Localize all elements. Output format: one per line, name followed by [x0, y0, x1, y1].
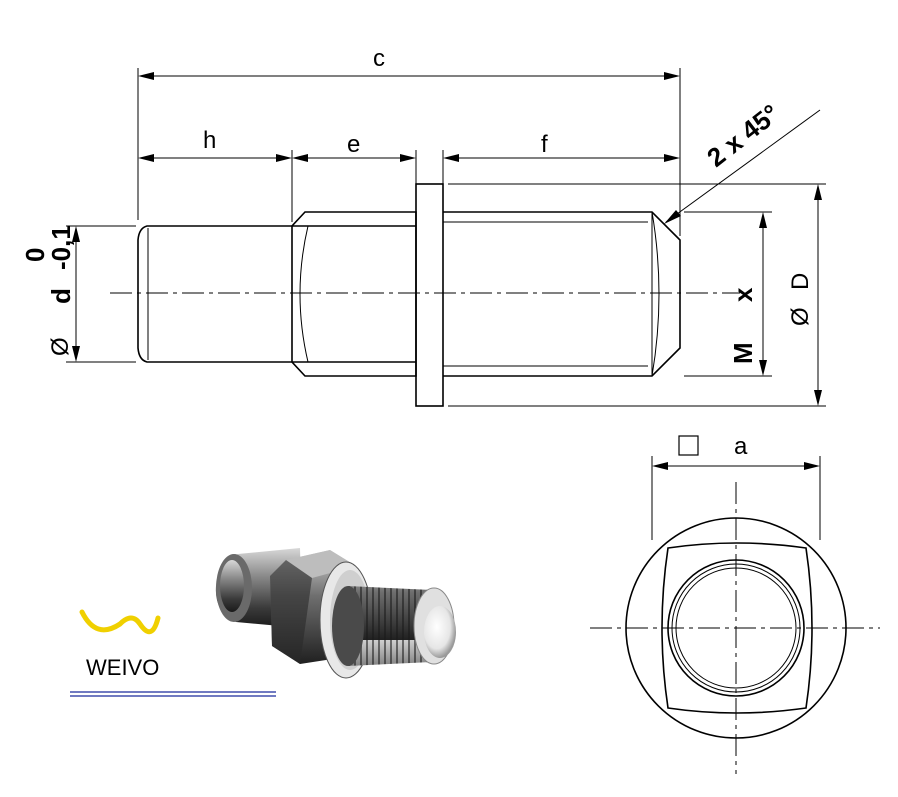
logo-text: WEIVO	[86, 655, 159, 680]
weivo-logo: WEIVO	[70, 609, 276, 697]
dim-d-tol-upper: 0	[20, 248, 50, 262]
end-thread-inner	[675, 567, 797, 689]
chamfer-label: 2 x 45°	[701, 98, 785, 173]
render-ball-tip	[424, 606, 456, 658]
pin-outline	[137, 225, 292, 363]
dim-x-label: x	[728, 287, 758, 302]
dim-h-label: h	[203, 127, 216, 154]
dim-d-label: d	[46, 288, 76, 304]
chamfer-leader	[665, 109, 821, 223]
dim-D-symbol: Ø	[787, 307, 814, 326]
end-thread-root	[671, 563, 801, 693]
dim-c-label: c	[373, 45, 385, 72]
end-thread-outer	[667, 559, 805, 697]
end-square	[661, 542, 813, 714]
collar	[415, 183, 444, 407]
dim-d-symbol: Ø	[47, 337, 74, 356]
end-view: a	[590, 433, 880, 774]
side-view: c h e f 2 x 45° Ø d 0 -0,1 M x	[20, 45, 826, 407]
dim-d-tol-lower: -0,1	[46, 225, 76, 270]
thread-tip-arc	[651, 211, 660, 377]
square-section-outline	[291, 211, 417, 377]
dim-D-label: D	[787, 273, 814, 290]
dim-M-label: M	[728, 342, 758, 364]
render-threads	[348, 586, 432, 666]
end-outer-circle	[625, 517, 847, 739]
isometric-render	[215, 548, 456, 679]
dim-a-label: a	[734, 433, 748, 460]
dim-f-label: f	[541, 131, 548, 158]
thread-outline	[443, 211, 681, 377]
dim-e-label: e	[347, 131, 360, 158]
square-arc	[299, 225, 309, 363]
weivo-wave-icon	[79, 609, 161, 635]
square-symbol-icon	[678, 435, 699, 456]
